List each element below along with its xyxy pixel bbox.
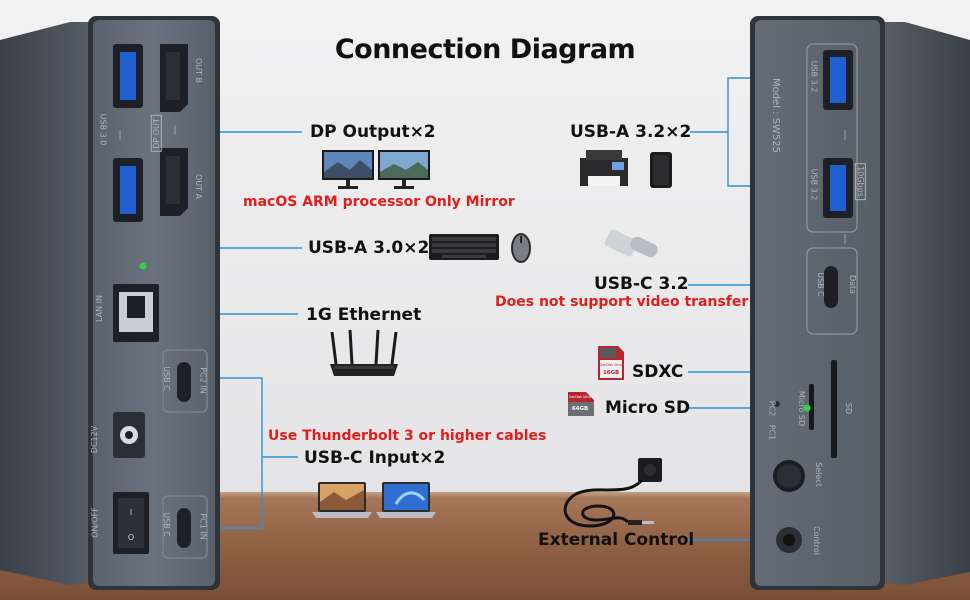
sd-card-icon: SanDisk Ultra 16GB: [598, 346, 624, 380]
usb-flash-drive-icon: [604, 229, 658, 258]
external-control-cable-icon: [563, 458, 662, 528]
label-usb32-a: USB 3.2: [809, 60, 819, 93]
label-pc1: PC1: [767, 424, 777, 441]
label-micro-sd: Micro SD: [797, 390, 807, 427]
label-pc2-in: PC2 IN: [198, 367, 208, 394]
micro-sd-card-capacity: 64GB: [572, 406, 588, 412]
callout-usb-a30: USB-A 3.0×2: [308, 238, 430, 258]
callout-dp-output: DP Output×2: [310, 122, 436, 142]
micro-sd-slot: [809, 384, 814, 430]
keyboard-icon: [429, 234, 499, 260]
callout-external-control: External Control: [538, 530, 695, 550]
usb-c-port: [177, 508, 191, 548]
label-control: Control: [811, 526, 821, 555]
callout-usb-c32: USB-C 3.2: [594, 274, 689, 294]
note-usb-c32-video: Does not support video transfer: [495, 294, 749, 310]
label-pc1-in: PC1 IN: [198, 513, 208, 540]
label-model: Model : SW525: [770, 77, 782, 154]
external-drive-icon: [650, 152, 672, 188]
right-dock-device: [750, 16, 970, 590]
usb-c-port: [177, 362, 191, 402]
router-icon: [330, 329, 398, 376]
label-usb-c-2: USB C: [161, 512, 171, 537]
callout-sdxc: SDXC: [632, 362, 684, 382]
sd-card-brand: SanDisk Ultra: [600, 363, 622, 367]
label-usb32-b: USB 3.2: [809, 168, 819, 201]
label-lan-in: LAN IN: [94, 295, 104, 322]
diagram-title: Connection Diagram: [334, 34, 636, 65]
svg-text:O: O: [128, 533, 134, 542]
label-out-b: OUT B: [194, 57, 204, 84]
label-data: Data: [848, 274, 858, 295]
usb-c-port: [824, 266, 838, 308]
note-thunderbolt: Use Thunderbolt 3 or higher cables: [268, 428, 547, 444]
status-led: [139, 262, 147, 270]
left-dock-side: [0, 22, 95, 585]
sd-card-slot: [831, 360, 837, 458]
callout-micro-sd: Micro SD: [605, 398, 691, 418]
pc1-led: [774, 401, 780, 407]
label-usb-c: USB C: [815, 272, 825, 297]
sd-card-capacity: 16GB: [603, 370, 619, 376]
printer-icon: [580, 150, 628, 186]
label-pc2: PC2: [767, 400, 777, 417]
label-dc12v: DC12V: [90, 425, 100, 454]
monitors-icon: [322, 150, 430, 189]
label-sd: SD: [844, 402, 854, 415]
pc2-led: [803, 404, 811, 412]
micro-sd-card-icon: SanDisk Ultra 64GB: [568, 392, 594, 416]
micro-sd-card-brand: SanDisk Ultra: [569, 395, 591, 399]
label-usb-c-1: USB C: [161, 366, 171, 391]
left-dock-device: I O: [0, 16, 220, 590]
mouse-icon: [511, 233, 531, 263]
label-usb30: USB 3.0: [98, 113, 108, 146]
line-usb-c-input: [208, 377, 298, 529]
laptops-icon: [312, 482, 436, 518]
label-10gbps: 10Gbps: [854, 163, 866, 200]
right-dock-side: [875, 22, 970, 585]
label-select: Select: [813, 462, 823, 487]
label-on-off: ON/OFF: [90, 507, 100, 538]
svg-text:I: I: [130, 508, 132, 517]
label-out-a: OUT A: [194, 173, 204, 200]
label-dp-out: DP OUT: [150, 115, 162, 152]
callout-usb-a32: USB-A 3.2×2: [570, 122, 692, 142]
note-dp-mirror: macOS ARM processor Only Mirror: [243, 194, 515, 210]
callout-usb-c-input: USB-C Input×2: [304, 448, 446, 468]
callout-ethernet: 1G Ethernet: [306, 305, 422, 325]
